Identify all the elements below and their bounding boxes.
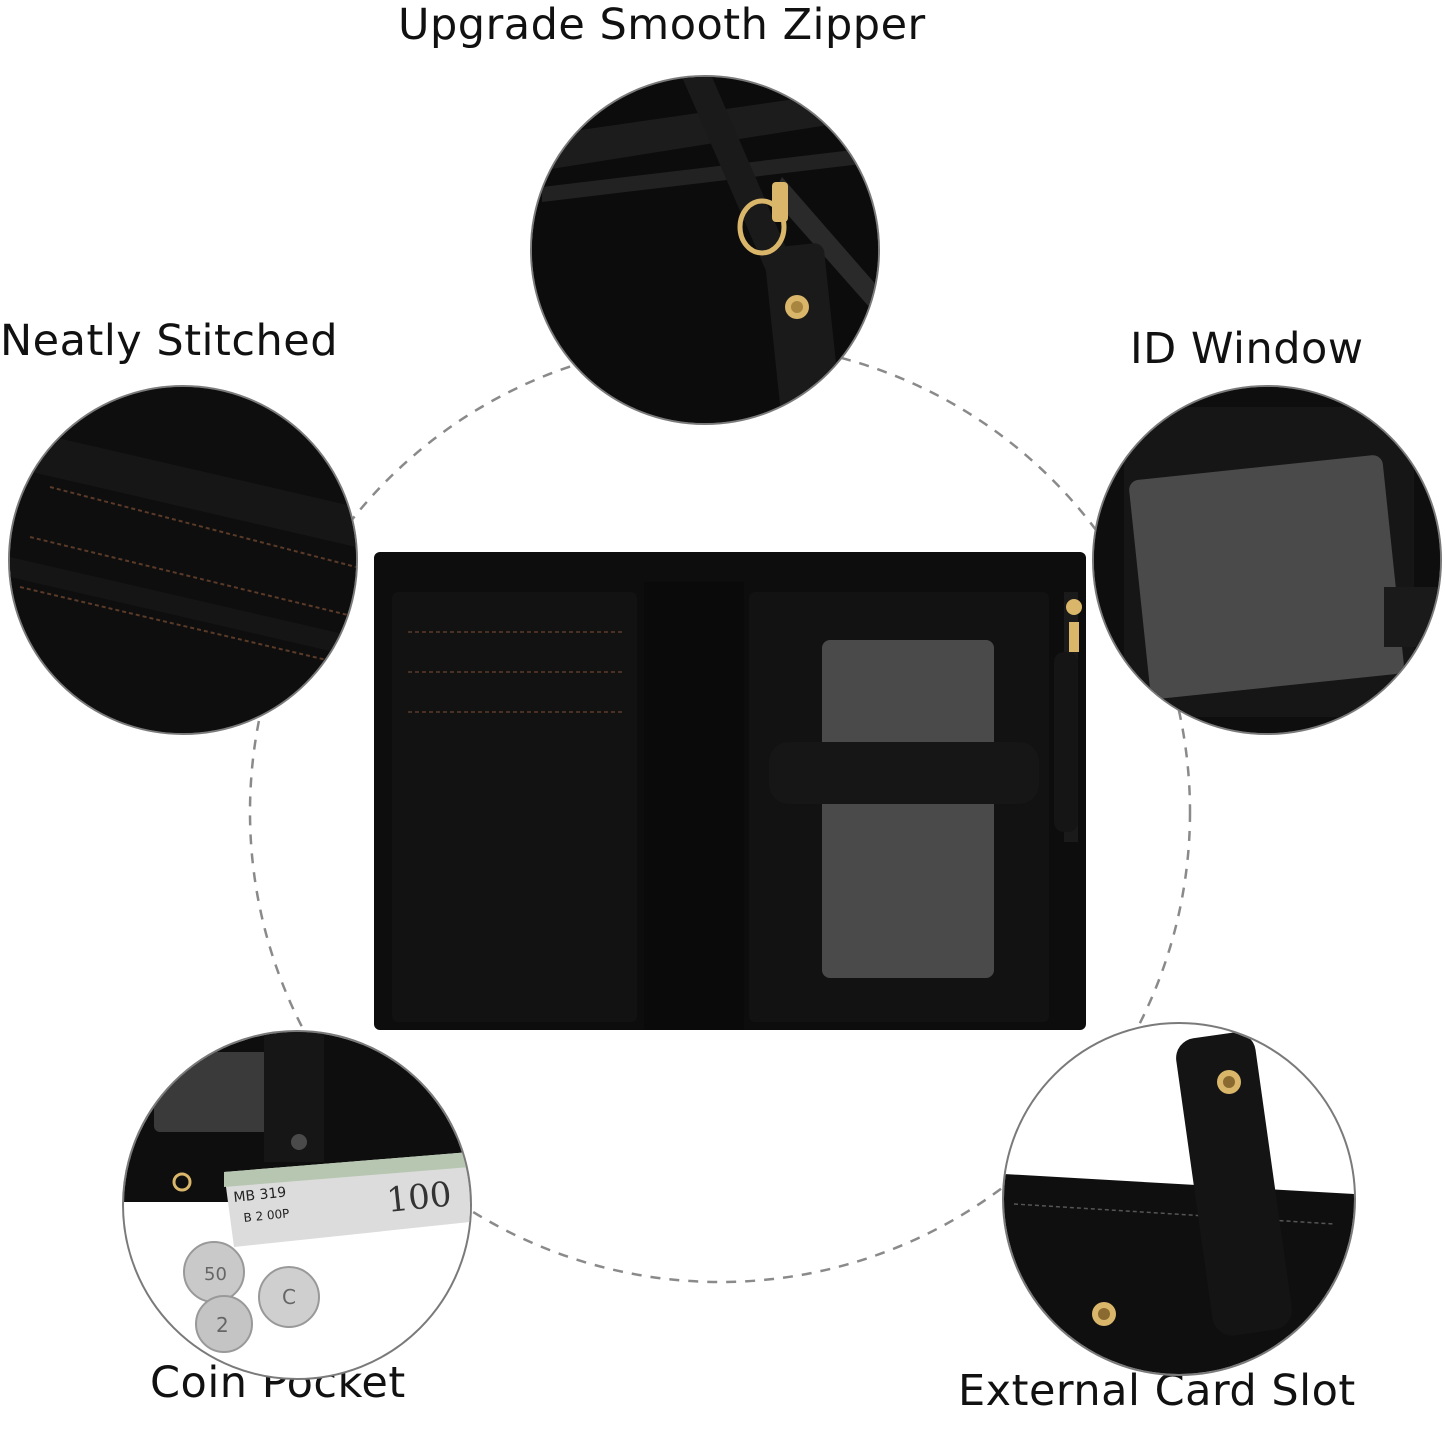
stitched-detail-circle [8, 385, 358, 735]
wallet-open-view [374, 552, 1086, 1030]
coin-3: 2 [216, 1313, 229, 1337]
stitched-label: Neatly Stitched [0, 316, 338, 366]
coin-1: 50 [204, 1264, 227, 1285]
zipper-label: Upgrade Smooth Zipper [398, 0, 926, 50]
banknote-code: B 2 00P [243, 1206, 290, 1225]
id-window-label: ID Window [1130, 324, 1364, 374]
zipper-detail-circle [530, 75, 880, 425]
coin-2: C [282, 1285, 296, 1309]
card-slot-detail-circle [1002, 1022, 1356, 1376]
card-slot-label: External Card Slot [958, 1366, 1356, 1416]
banknote-denomination: 100 [385, 1174, 454, 1221]
coin-pocket-detail-circle: 100 MB 319 B 2 00P 50 C 2 [122, 1030, 472, 1380]
banknote-serial: MB 319 [233, 1185, 287, 1206]
id-window-detail-circle [1092, 385, 1442, 735]
